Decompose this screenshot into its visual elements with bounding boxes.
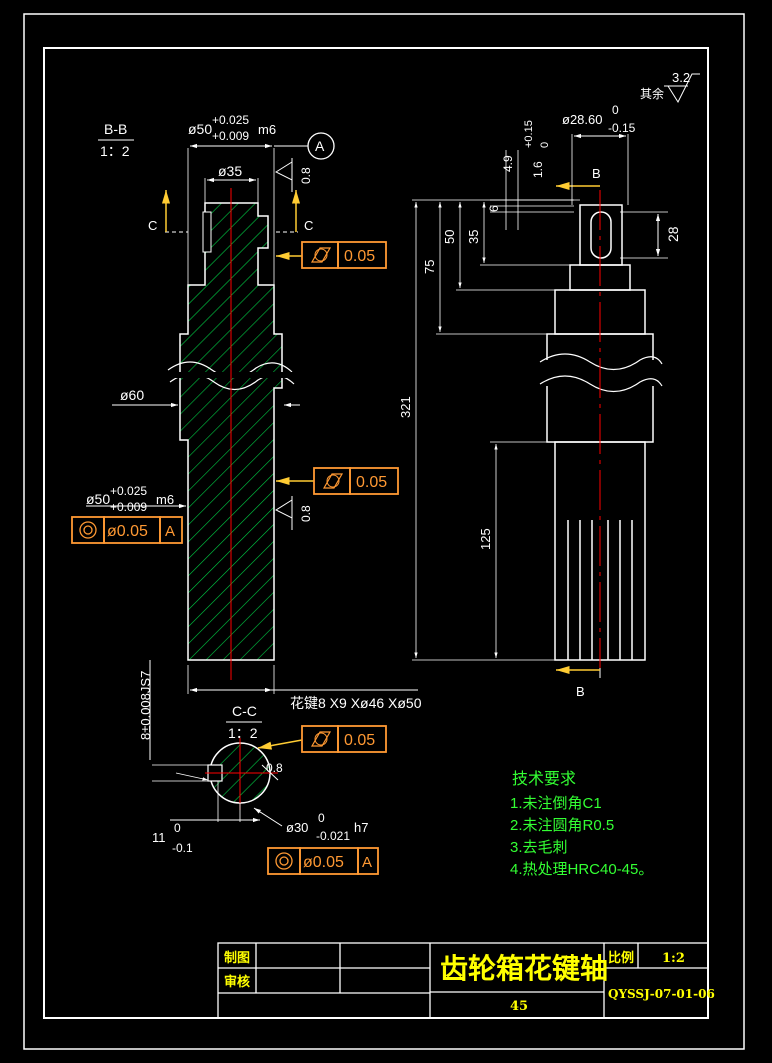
cut-b-marks: B B <box>556 166 601 699</box>
title-scale-label: 比例 <box>608 950 634 966</box>
svg-text:ø35: ø35 <box>218 163 242 179</box>
svg-text:技术要求: 技术要求 <box>512 770 576 788</box>
svg-text:321: 321 <box>398 396 413 418</box>
svg-text:ø60: ø60 <box>120 387 144 403</box>
svg-text:0: 0 <box>174 821 181 835</box>
svg-text:-0.1: -0.1 <box>172 841 193 855</box>
svg-text:+0.15: +0.15 <box>523 120 535 148</box>
title-drawing-number: QYSSJ-07-01-06 <box>608 987 715 1001</box>
svg-text:ø0.05: ø0.05 <box>303 854 344 871</box>
dim-28: 28 <box>620 211 681 259</box>
svg-text:1.6: 1.6 <box>531 161 545 178</box>
cut-c-marks: C C <box>148 190 313 233</box>
tolerance-cylindricity-3: 0.05 <box>301 725 387 753</box>
svg-text:ø50: ø50 <box>188 121 212 137</box>
svg-text:3.去毛刺: 3.去毛刺 <box>510 839 568 856</box>
svg-text:0.05: 0.05 <box>344 248 375 265</box>
svg-text:4.热处理HRC40-45。: 4.热处理HRC40-45。 <box>510 861 653 878</box>
outer-frame <box>23 13 745 1050</box>
dim-dia28-60: ø28.60 0 -0.15 <box>562 103 636 205</box>
svg-text:A: A <box>165 523 175 540</box>
svg-text:1：2: 1：2 <box>228 725 258 741</box>
svg-text:C: C <box>148 218 157 233</box>
svg-text:B: B <box>592 166 601 181</box>
svg-text:125: 125 <box>478 528 493 550</box>
svg-text:8±0.008JS7: 8±0.008JS7 <box>138 671 153 740</box>
tolerance-coaxiality-1: ø0.05 A <box>71 516 183 544</box>
svg-text:B-B: B-B <box>104 121 127 137</box>
technical-requirements: 技术要求 1.未注倒角C1 2.未注圆角R0.5 3.去毛刺 4.热处理HRC4… <box>510 770 653 878</box>
dim-dia35: ø35 <box>204 163 259 203</box>
svg-text:+0.009: +0.009 <box>110 500 147 514</box>
svg-text:-0.021: -0.021 <box>316 829 350 843</box>
surface-roughness-symbol: 其余 3.2 <box>640 70 700 104</box>
svg-text:B: B <box>576 684 585 699</box>
title-part-name: 齿轮箱花键轴 <box>440 952 608 985</box>
svg-text:C: C <box>304 218 313 233</box>
svg-text:A: A <box>362 854 372 871</box>
svg-text:其余: 其余 <box>640 86 664 101</box>
svg-text:0: 0 <box>612 103 619 117</box>
title-checked-label: 审核 <box>224 974 250 990</box>
svg-text:C-C: C-C <box>232 703 257 719</box>
tolerance-cylindricity-2: 0.05 <box>276 467 399 495</box>
svg-text:28: 28 <box>665 226 681 242</box>
svg-text:0: 0 <box>318 811 325 825</box>
svg-text:-0.15: -0.15 <box>608 121 636 135</box>
title-block <box>217 942 709 1019</box>
tolerance-coaxiality-2: ø0.05 A <box>267 847 379 875</box>
svg-text:50: 50 <box>442 230 457 244</box>
dim-dia50-top: ø50 +0.025 +0.009 m6 <box>187 113 276 285</box>
dim-dia60: ø60 <box>112 387 300 408</box>
svg-text:75: 75 <box>422 260 437 274</box>
svg-text:0.8: 0.8 <box>266 761 283 775</box>
svg-text:6: 6 <box>487 205 501 212</box>
svg-text:0.05: 0.05 <box>344 732 375 749</box>
svg-text:35: 35 <box>466 230 481 244</box>
svg-text:0.05: 0.05 <box>356 474 387 491</box>
svg-text:1：2: 1：2 <box>100 143 130 159</box>
svg-text:3.2: 3.2 <box>672 70 690 85</box>
roughness-08-top: 0.8 <box>274 158 313 192</box>
svg-text:11: 11 <box>152 830 166 845</box>
svg-text:m6: m6 <box>156 492 174 507</box>
svg-text:A: A <box>315 138 325 154</box>
section-bb-label: B-B 1：2 <box>98 121 134 159</box>
shaft-elevation <box>546 204 654 661</box>
svg-text:0.8: 0.8 <box>299 167 313 184</box>
keyway-notch <box>202 211 212 253</box>
title-material: 45 <box>510 999 528 1014</box>
svg-text:0: 0 <box>539 142 551 148</box>
svg-text:+0.009: +0.009 <box>212 129 249 143</box>
section-cc-view: 0.8 11 0 -0.1 ø30 0 -0.021 h7 <box>152 738 368 855</box>
svg-text:1.未注倒角C1: 1.未注倒角C1 <box>510 795 602 812</box>
tolerance-cylindricity-1: 0.05 <box>276 241 387 269</box>
svg-text:ø0.05: ø0.05 <box>107 523 148 540</box>
svg-text:花键8 X9 Xø46 Xø50: 花键8 X9 Xø46 Xø50 <box>290 695 422 711</box>
dim-keyway-width: 8±0.008JS7 <box>138 660 153 760</box>
dim-left-stack <box>412 199 580 661</box>
svg-text:+0.025: +0.025 <box>212 113 249 127</box>
dim-dia50-bottom: ø50 +0.025 +0.009 m6 <box>86 484 186 514</box>
svg-text:ø30: ø30 <box>286 820 308 835</box>
dim-spline: 花键8 X9 Xø46 Xø50 <box>187 665 422 711</box>
svg-text:+0.025: +0.025 <box>110 484 147 498</box>
section-cc-label: C-C 1：2 <box>226 703 262 741</box>
svg-text:2.未注圆角R0.5: 2.未注圆角R0.5 <box>510 817 614 834</box>
svg-text:ø50: ø50 <box>86 491 110 507</box>
title-drawn-label: 制图 <box>224 950 250 966</box>
datum-a-bubble: A <box>274 132 335 160</box>
title-scale-value: 1:2 <box>662 951 685 966</box>
roughness-08-bottom: 0.8 <box>274 496 313 530</box>
svg-text:m6: m6 <box>258 122 276 137</box>
svg-text:4.9: 4.9 <box>501 155 515 172</box>
svg-text:ø28.60: ø28.60 <box>562 112 602 127</box>
svg-text:0.8: 0.8 <box>299 505 313 522</box>
svg-text:h7: h7 <box>354 820 368 835</box>
